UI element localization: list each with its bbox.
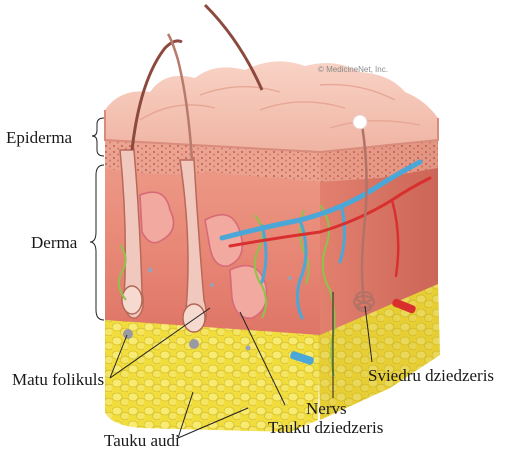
label-derma: Derma <box>31 234 77 251</box>
label-epiderma: Epiderma <box>6 129 72 146</box>
brace-epiderma <box>92 118 104 156</box>
label-sviedru-dziedzeris: Sviedru dziedzeris <box>368 367 494 384</box>
label-tauku-audi: Tauku audi <box>104 432 180 449</box>
label-nervs: Nervs <box>306 400 347 417</box>
label-matu-folikuls: Matu folikuls <box>12 371 104 388</box>
label-tauku-dziedzeris: Tauku dziedzeris <box>268 419 383 436</box>
fat-layer-front <box>105 318 320 432</box>
brace-derma <box>90 165 104 320</box>
copyright-text: © MedicineNet, Inc. <box>318 66 388 74</box>
